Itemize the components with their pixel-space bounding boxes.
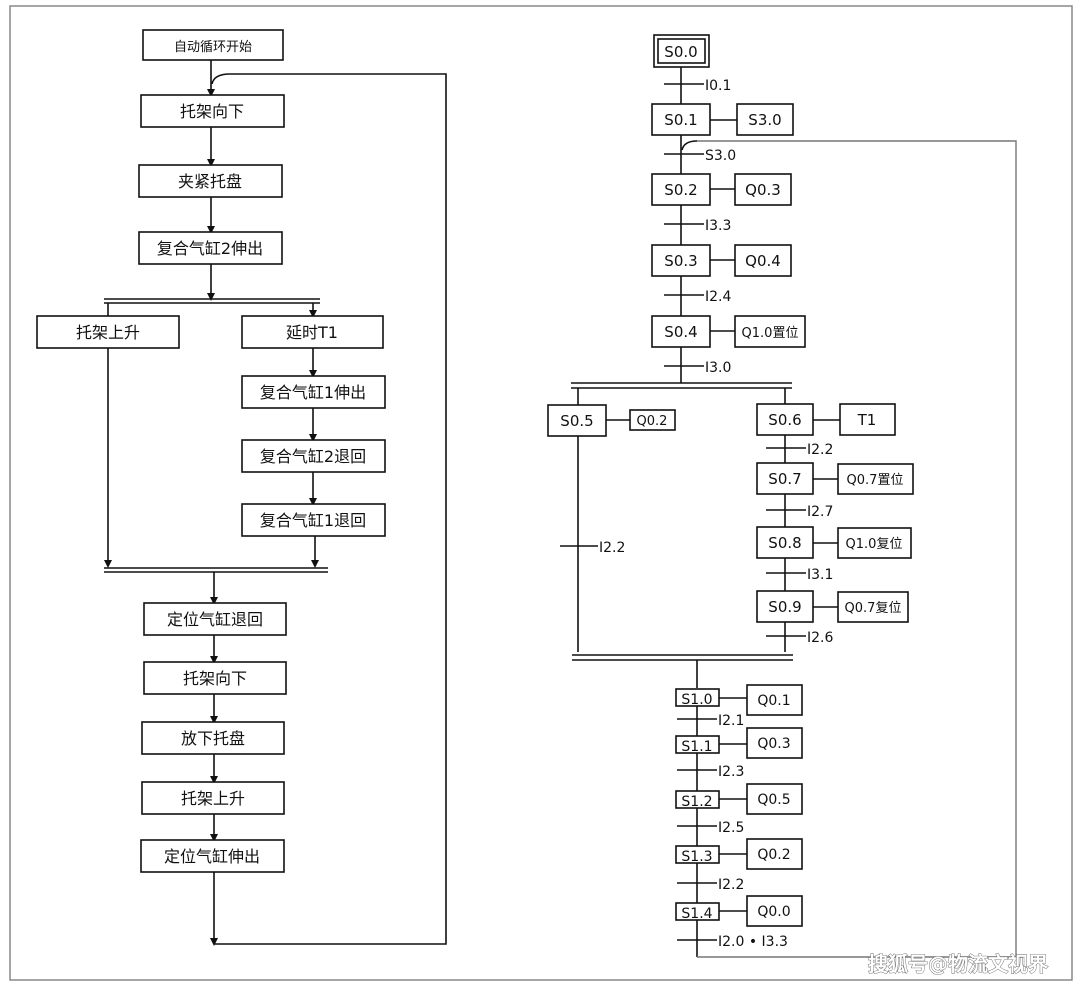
step-s03-label: S0.3 <box>664 252 697 270</box>
step-b2-box <box>143 661 287 695</box>
trans-label-s03: I2.4 <box>705 289 731 305</box>
step-b5-label: 定位气缸伸出 <box>164 847 260 866</box>
step-s03-box <box>651 244 711 277</box>
left-flowchart: 自动循环开始 托架向下 夹紧托盘 复合气缸2伸出 托架上升 延时T1 复合气缸1… <box>36 29 447 946</box>
step-2-box <box>138 164 283 198</box>
step-s08-label: S0.8 <box>768 534 801 552</box>
step-s14-action-box <box>746 895 803 927</box>
trans-label-s11: I2.3 <box>718 764 744 780</box>
step-s10-label: S1.0 <box>681 692 712 708</box>
trans-label-s04: I3.0 <box>705 360 731 376</box>
step-s04-action-box <box>734 315 806 348</box>
step-b4-label: 托架上升 <box>181 789 245 808</box>
step-s01-action-label: S3.0 <box>748 111 781 129</box>
step-s13-action-box <box>746 838 803 870</box>
trans-label-s07: I2.7 <box>807 504 833 520</box>
step-b3-box <box>141 721 285 755</box>
step-1-label: 托架向下 <box>180 102 244 121</box>
step-s14-action-label: Q0.0 <box>757 904 790 920</box>
step-s12-label: S1.2 <box>681 794 712 810</box>
step-s05-action-box <box>629 409 676 431</box>
trans-label-s10: I2.1 <box>718 713 744 729</box>
step-s07-label: S0.7 <box>768 470 801 488</box>
step-s13-action-label: Q0.2 <box>757 847 790 863</box>
step-s02-box <box>651 173 711 206</box>
step-b1-box <box>143 602 287 636</box>
trans-label-s06: I2.2 <box>807 442 833 458</box>
step-s05-box <box>547 404 607 437</box>
step-s05-action-label: Q0.2 <box>637 414 668 429</box>
step-s13-label: S1.3 <box>681 849 712 865</box>
branch-right-4-box <box>241 503 386 537</box>
step-s06-action-box <box>839 403 896 436</box>
step-start-label: 自动循环开始 <box>174 40 252 55</box>
loop-back-line <box>214 73 447 945</box>
step-s06-label: S0.6 <box>768 411 801 429</box>
step-s02-action-label: Q0.3 <box>745 181 781 199</box>
trans-label-s08: I3.1 <box>807 567 833 583</box>
trans-label-s05: I2.2 <box>599 540 625 556</box>
branch-left-box <box>36 315 180 349</box>
branch-right-4-label: 复合气缸1退回 <box>260 511 366 530</box>
branch-right-3-label: 复合气缸2退回 <box>260 447 366 466</box>
step-b5-box <box>140 839 285 873</box>
step-s09-label: S0.9 <box>768 598 801 616</box>
step-s09-action-label: Q0.7复位 <box>845 601 902 616</box>
step-s11-label: S1.1 <box>681 739 712 755</box>
trans-label-s12: I2.5 <box>718 820 744 836</box>
step-s08-action-box <box>837 527 912 559</box>
step-3-label: 复合气缸2伸出 <box>157 239 263 258</box>
loop-back-hook <box>211 73 231 85</box>
step-s09-box <box>756 590 814 623</box>
step-s10-action-label: Q0.1 <box>757 693 790 709</box>
outer-frame <box>9 5 1073 981</box>
step-start-box <box>142 29 284 61</box>
step-s14-label: S1.4 <box>681 906 712 922</box>
step-s05-label: S0.5 <box>560 412 593 430</box>
step-s07-action-box <box>837 463 914 495</box>
step-b2-label: 托架向下 <box>183 669 247 688</box>
branch-right-2-label: 复合气缸1伸出 <box>260 383 366 402</box>
branch-right-2-box <box>241 375 386 409</box>
step-s01-action-box <box>736 103 794 136</box>
trans-label-s09: I2.6 <box>807 630 833 646</box>
step-s01-label: S0.1 <box>664 111 697 129</box>
step-s04-action-label: Q1.0置位 <box>742 326 799 341</box>
init-step-label: S0.0 <box>664 43 697 61</box>
step-s09-action-box <box>837 591 909 623</box>
step-s04-label: S0.4 <box>664 323 697 341</box>
sfc-loop-back-line <box>697 140 1017 958</box>
step-s07-action-label: Q0.7置位 <box>847 473 904 488</box>
branch-right-1-box <box>241 315 384 349</box>
step-b3-label: 放下托盘 <box>181 729 245 748</box>
step-b4-box <box>141 781 285 815</box>
trans-label-s01: S3.0 <box>705 148 736 164</box>
trans-label-s13: I2.2 <box>718 877 744 893</box>
step-s03-action-label: Q0.4 <box>745 252 781 270</box>
step-2-label: 夹紧托盘 <box>178 172 242 191</box>
watermark-text: 搜狐号@物流文视界 <box>868 952 1048 976</box>
branch-left-label: 托架上升 <box>76 323 140 342</box>
step-s11-action-label: Q0.3 <box>757 736 790 752</box>
sfc-loop-back-hook <box>681 140 698 151</box>
step-s11-action-box <box>746 727 803 759</box>
step-b1-label: 定位气缸退回 <box>167 610 263 629</box>
trans-label-s14: I2.0 • I3.3 <box>718 934 788 950</box>
step-s10-action-box <box>746 684 803 716</box>
step-1-box <box>140 94 285 128</box>
trans-label-s02: I3.3 <box>705 218 731 234</box>
init-step-inner-box <box>657 38 706 64</box>
branch-right-1-label: 延时T1 <box>286 323 338 342</box>
step-s12-action-label: Q0.5 <box>757 792 790 808</box>
step-s02-action-box <box>734 173 792 206</box>
step-s03-action-box <box>734 244 792 277</box>
right-sfc: S0.0 I0.1 S0.1 S3.0 S3.0 S0.2 Q0.3 I3.3 … <box>547 34 1017 958</box>
trans-label-s00: I0.1 <box>705 78 731 94</box>
step-s06-action-label: T1 <box>857 411 877 429</box>
step-s08-action-label: Q1.0复位 <box>846 537 903 552</box>
step-s12-action-box <box>746 783 803 815</box>
step-s02-label: S0.2 <box>664 181 697 199</box>
